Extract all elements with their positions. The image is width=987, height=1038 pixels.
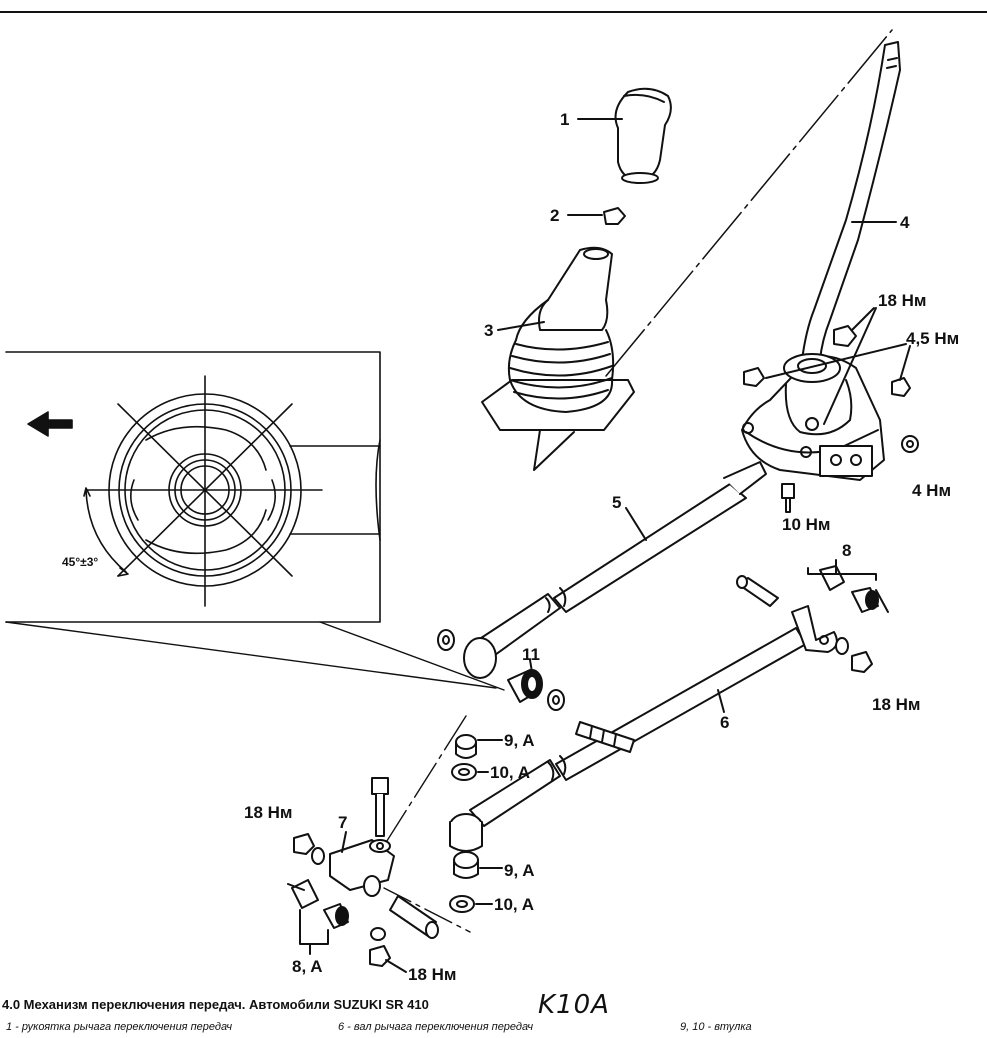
callout-1: 1 <box>560 110 569 129</box>
joint-lever-7 <box>329 777 439 939</box>
leader-45-b <box>899 345 911 381</box>
centerline-lower <box>365 715 467 875</box>
callout-8-bottom: 8, A <box>292 957 323 976</box>
nut-45nm-left <box>743 367 765 387</box>
callout-9-top: 9, A <box>504 731 535 750</box>
callout-10-top: 10, A <box>490 763 530 782</box>
shift-boot <box>481 246 635 471</box>
lever-housing <box>741 353 885 481</box>
bracket-8-bottom <box>299 909 329 945</box>
pivot-bolt-top <box>736 575 779 607</box>
angle-label: 45°±3° <box>62 555 98 569</box>
callout-4: 4 <box>900 213 910 232</box>
leader-3 <box>497 321 545 331</box>
leader-45-a <box>765 343 907 379</box>
lock-nut <box>603 207 626 225</box>
torque-18nm-right: 18 Нм <box>872 695 921 714</box>
washer-mid <box>547 689 565 711</box>
legend-item-1: 1 - рукоятка рычага переключения передач <box>6 1021 233 1033</box>
torque-10nm: 10 Нм <box>782 515 831 534</box>
bushing-9-bottom <box>453 851 479 879</box>
legend-item-6: 6 - вал рычага переключения передач <box>338 1021 534 1033</box>
callout-7: 7 <box>338 813 347 832</box>
bushing-9-top <box>455 734 477 759</box>
callout-8-top: 8 <box>842 541 851 560</box>
callout-11: 11 <box>522 645 540 664</box>
torque-4nm: 4 Нм <box>912 481 951 500</box>
leader-7 <box>341 831 347 853</box>
leader-8-top-a <box>875 589 889 613</box>
bushing-10-top <box>451 763 477 781</box>
torque-18nm-left: 18 Нм <box>244 803 293 822</box>
leader-18-top-b <box>823 307 877 425</box>
shift-lever <box>801 41 901 361</box>
inset-leader-a <box>5 621 497 689</box>
leader-18-top-a <box>851 307 875 331</box>
inset-detail <box>5 351 381 623</box>
bushings-8-bottom <box>291 879 349 929</box>
torque-45nm: 4,5 Нм <box>906 329 959 348</box>
shift-knob <box>614 87 672 184</box>
direction-arrow <box>27 411 73 437</box>
washer-left-lower <box>311 847 325 865</box>
washer-bottom <box>370 927 386 941</box>
leader-18-bottom <box>385 959 407 973</box>
nut-18nm-right <box>851 651 873 673</box>
bushing-10-bottom <box>449 895 475 913</box>
shift-rod <box>463 461 767 679</box>
callout-9-bottom: 9, A <box>504 861 535 880</box>
nut-45nm-right <box>891 377 911 397</box>
legend-item-9-10: 9, 10 - втулка <box>680 1021 752 1033</box>
nut-18nm-left <box>293 833 315 855</box>
leader-6 <box>717 689 725 713</box>
bushing-11 <box>507 669 543 703</box>
callout-6: 6 <box>720 713 729 732</box>
reference-line <box>605 29 893 377</box>
torque-18nm-bottom: 18 Нм <box>408 965 457 984</box>
callout-3: 3 <box>484 321 493 340</box>
callout-10-bottom: 10, A <box>494 895 534 914</box>
callout-5: 5 <box>612 493 621 512</box>
leader-11 <box>529 659 533 673</box>
bracket-8-top <box>807 567 877 581</box>
inset-leader-b <box>319 621 505 691</box>
bolt-10nm <box>781 483 795 513</box>
washer-8-top <box>835 637 849 655</box>
washer-4nm <box>901 435 919 453</box>
engine-stamp: K10A <box>538 990 610 1020</box>
nut-18nm-bottom <box>369 945 391 967</box>
threaded-stud-6 <box>575 721 635 753</box>
callout-2: 2 <box>550 206 559 225</box>
leader-5 <box>625 507 647 541</box>
torque-18nm-top: 18 Нм <box>878 291 927 310</box>
figure-caption: 4.0 Механизм переключения передач. Автом… <box>2 997 429 1012</box>
bushings-8-top <box>819 565 879 613</box>
nut-18nm-top <box>833 325 857 347</box>
washer-left <box>437 629 455 651</box>
leader-8-bottom-a <box>287 883 305 891</box>
